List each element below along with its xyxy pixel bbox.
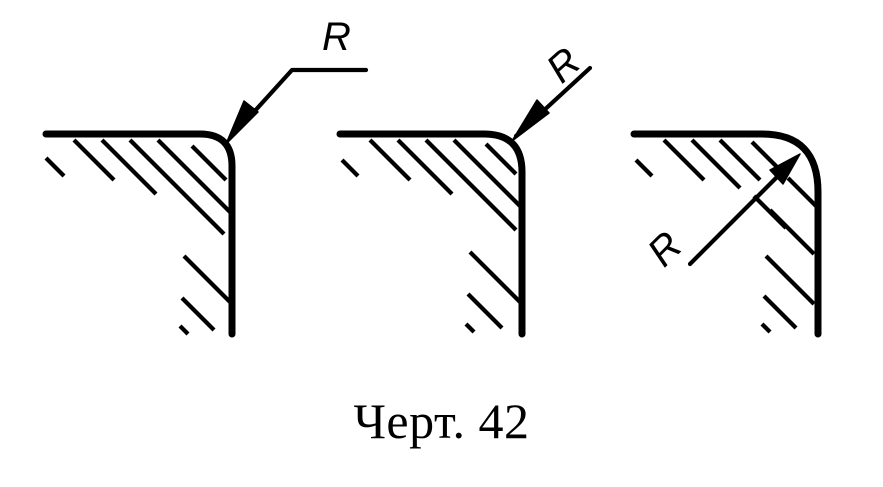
hatch-line: [128, 138, 226, 236]
dimension-line: [687, 161, 793, 267]
view-2: R: [336, 39, 593, 338]
view-3-hatching: [634, 138, 818, 334]
arrow-head: [225, 100, 259, 145]
hatch-line: [180, 296, 216, 332]
view-1-radius-label: R: [322, 15, 351, 59]
hatch-line: [340, 158, 360, 178]
view-3-radius-label: R: [639, 223, 691, 275]
hatch-line: [484, 142, 518, 176]
figure-caption: Черт. 42: [353, 393, 530, 449]
hatch-line: [764, 254, 816, 306]
hatch-line: [72, 138, 116, 182]
view-1-hatching: [44, 138, 232, 336]
hatch-line: [718, 138, 762, 182]
arrow-head: [769, 153, 801, 185]
view-3-outline: [630, 130, 822, 338]
hatch-line: [634, 158, 654, 178]
hatch-line: [752, 194, 788, 230]
hatch-line: [368, 138, 412, 182]
arrow-head: [511, 99, 550, 142]
hatch-line: [690, 138, 742, 190]
view-1-outline: [42, 130, 236, 338]
hatch-line: [750, 140, 782, 172]
hatch-line: [468, 250, 522, 304]
hatch-line: [424, 138, 518, 232]
hatch-line: [786, 176, 818, 208]
hatch-line: [100, 138, 158, 196]
hatch-line: [190, 144, 228, 182]
hatch-line: [178, 324, 190, 336]
view-1-radius-leader: [225, 67, 369, 145]
hatch-line: [662, 138, 706, 182]
hatch-line: [464, 322, 476, 334]
hatch-line: [396, 138, 454, 196]
hatch-line: [452, 138, 522, 208]
hatch-line: [760, 322, 772, 334]
hatch-line: [182, 254, 232, 304]
view-2-radius-label: R: [538, 39, 589, 91]
hatch-line: [156, 138, 232, 214]
view-2-outline: [336, 130, 526, 338]
view-2-radius-leader: [511, 65, 593, 142]
hatch-line: [466, 292, 504, 330]
view-3: R: [630, 130, 822, 338]
view-3-radius-leader: [687, 153, 801, 267]
leader-line: [231, 67, 369, 137]
hatch-line: [44, 156, 66, 178]
view-2-hatching: [340, 138, 522, 334]
hatch-line: [762, 294, 798, 330]
view-1: R: [42, 15, 369, 338]
